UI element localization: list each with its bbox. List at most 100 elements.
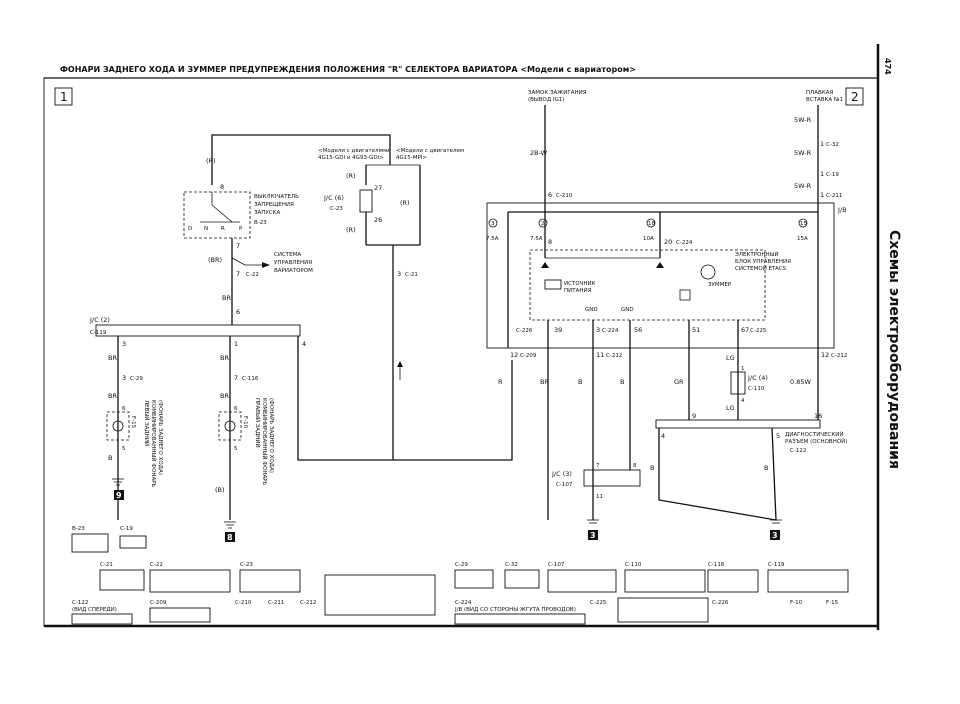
- pin-label: 7: [596, 463, 600, 469]
- pin-label: 7: [236, 242, 240, 250]
- jc-label: J/C (4): [747, 374, 768, 382]
- right-reverse-lamp: [218, 411, 242, 441]
- pin-label: 11: [596, 351, 604, 359]
- left-reverse-lamp: [106, 411, 130, 441]
- switch-pos-p: P: [239, 226, 243, 232]
- diag-label: ДИАГНОСТИЧЕСКИЙ: [785, 431, 844, 438]
- inhibitor-label: ВЫКЛЮЧАТЕЛЬ: [254, 194, 299, 200]
- gnd-label: GND: [621, 307, 634, 313]
- gnd-label: GND: [585, 307, 598, 313]
- wire-label: 5W-R: [794, 182, 812, 190]
- ground-icon: [224, 521, 236, 529]
- diagram-frame: [43, 77, 879, 627]
- etacs-label: СИСТЕМОЙ ETACS: [735, 265, 786, 272]
- connector-tag: C-212: [606, 353, 622, 359]
- connector-tag: C-116: [242, 376, 259, 382]
- section-title: Схемы электрооборудования: [886, 230, 902, 469]
- sheet-marker-right-label: 2: [851, 90, 859, 104]
- connector-tag: C-122: [790, 448, 806, 454]
- pin-label: 7: [236, 270, 240, 278]
- lamp-label: (ФОНАРЬ ЗАДНЕГО ХОДА): [157, 400, 163, 475]
- model-note: <Модели с двигателями: [318, 148, 390, 154]
- wire-label: R: [498, 378, 503, 386]
- pin-label: 5: [122, 446, 126, 452]
- wire-label: BR: [540, 378, 549, 386]
- ignition-label: ЗАМОК ЗАЖИГАНИЯ: [528, 90, 587, 96]
- psu-label: ПИТАНИЯ: [564, 288, 592, 294]
- fuse-label: ПЛАВКАЯ: [806, 90, 833, 96]
- pin-label: 56: [634, 326, 642, 334]
- connector-view-label: C-210: [235, 600, 252, 606]
- psu-label: ИСТОЧНИК: [564, 281, 596, 287]
- connector-views: B-23 C-19 C-21 C-22 C-23 C-29 C-32 C-107…: [71, 526, 849, 625]
- pin-label: 1: [820, 140, 824, 148]
- ground-icon: [770, 519, 782, 524]
- ground-number: 9: [116, 491, 122, 500]
- connector-view-note: J/B (ВИД СО СТОРОНЫ ЖГУТА ПРОВОДОВ): [454, 607, 576, 613]
- pin-label: 6: [234, 406, 238, 412]
- wire-label: BR: [108, 354, 117, 362]
- cvt-label: УПРАВЛЕНИЯ: [274, 260, 312, 266]
- connector-tag: C-29: [130, 376, 143, 382]
- wire-label: B: [620, 378, 624, 386]
- connector-tag: F-10: [242, 416, 248, 429]
- connector-tag: C-23: [330, 206, 343, 212]
- ground-number: 3: [590, 531, 596, 540]
- pin-label: 6: [548, 191, 552, 199]
- connector-view-label: C-32: [505, 562, 518, 568]
- connector-tag: C-32: [826, 142, 839, 148]
- connector-view-label: B-23: [72, 526, 85, 532]
- etacs-label: БЛОК УПРАВЛЕНИЯ: [735, 259, 791, 265]
- connector-view-label: C-225: [590, 600, 607, 606]
- connector-tag: C-224: [602, 328, 619, 334]
- buzzer-icon: [700, 264, 716, 280]
- pin-label: 8: [548, 238, 552, 246]
- fuse-rating: 10A: [643, 236, 654, 242]
- bulb-icon: [224, 420, 236, 432]
- ignition-label: (ВЫВОД IG1): [528, 97, 564, 103]
- lamp-label: (ФОНАРЬ ЗАДНЕГО ХОДА): [268, 398, 274, 473]
- wire-label: B: [764, 464, 768, 472]
- pin-label: 4: [741, 398, 745, 404]
- pin-label: 5: [234, 446, 238, 452]
- ground-marker-jc3: [588, 530, 598, 540]
- model-note: <Модели с двигателем: [396, 148, 464, 154]
- wire-label: (R): [400, 199, 410, 207]
- wire-label: 0.85W: [790, 378, 811, 386]
- etacs-label: ЭЛЕКТРОННЫЙ: [735, 251, 779, 258]
- sheet-marker-left: [54, 87, 73, 106]
- connector-tag: F-15: [130, 416, 136, 429]
- connector-tag: C-107: [556, 482, 573, 488]
- pin-label: 7: [234, 374, 238, 382]
- fuse-rating: 7.5A: [530, 236, 543, 242]
- connector-tag: C-110: [748, 386, 765, 392]
- connector-view-label: C-224: [455, 600, 472, 606]
- connector-tag: C-119: [90, 330, 107, 336]
- wire-label: 2B-W: [530, 149, 548, 157]
- wire-label: 5W-R: [794, 116, 812, 124]
- jc-label: J/C (2): [89, 316, 110, 324]
- wire-jc2-to-etacs: [297, 336, 513, 461]
- page-number: 474: [883, 58, 892, 75]
- etacs-unit: [529, 249, 766, 321]
- pin-label: 8: [220, 183, 224, 191]
- ground-icon: [112, 478, 124, 486]
- pin-label: 4: [302, 340, 306, 348]
- pin-label: 12: [510, 351, 518, 359]
- fuse-rating: 7.5A: [486, 236, 499, 242]
- switch-pos-n: N: [204, 226, 208, 232]
- wire-label: BR: [220, 354, 229, 362]
- connector-tag: C-209: [520, 353, 537, 359]
- ground-marker-left: [114, 490, 124, 500]
- connector-view-label: C-19: [120, 526, 133, 532]
- pin-label: 6: [122, 406, 126, 412]
- connector-view-label: F-10: [790, 600, 803, 606]
- connector-view-label: C-212: [300, 600, 316, 606]
- cvt-label: ВАРИАТОРОМ: [274, 268, 313, 274]
- sheet-marker-right: [845, 87, 864, 106]
- pin-label: 5: [776, 432, 780, 440]
- lamp-label: КОМБИНИРОВАННЫЙ ФОНАРЬ: [261, 398, 268, 486]
- wire-label: (B): [215, 486, 225, 494]
- pin-label: 1: [741, 366, 745, 372]
